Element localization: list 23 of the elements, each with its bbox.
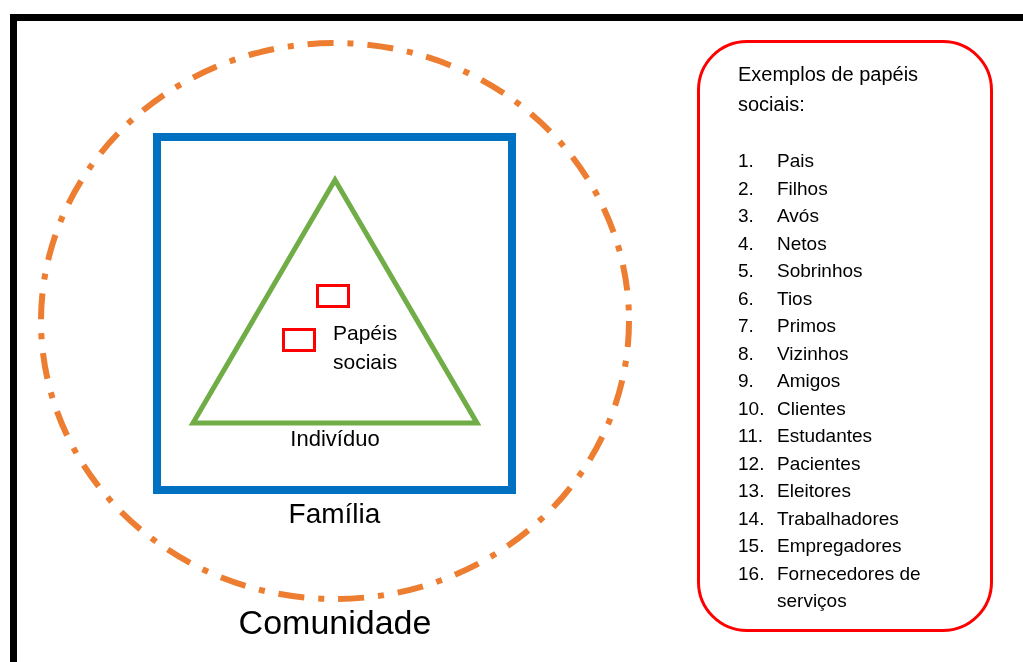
examples-panel <box>697 40 993 632</box>
list-item: 13. Eleitores <box>738 479 852 503</box>
panel-heading: Exemplos de papéis sociais: <box>738 62 920 117</box>
role-box <box>316 284 350 308</box>
list-item: 9. Amigos <box>738 369 842 393</box>
list-item: 16. Fornecedores de serviços <box>738 561 922 613</box>
list-item: 10. Clientes <box>738 396 847 421</box>
node-label: Família <box>287 497 382 531</box>
list-item: 2. Filhos <box>738 176 829 201</box>
list-item: 11. Estudantes <box>738 424 874 448</box>
list-item: 6. Tios <box>738 286 814 311</box>
node-caption: Papéis sociais <box>333 320 399 375</box>
list-item: 7. Primos <box>738 314 838 338</box>
list-item: 3. Avós <box>738 204 820 228</box>
list-item: 12. Pacientes <box>738 451 862 476</box>
node-label: Comunidade <box>237 602 433 643</box>
list-item: 8. Vizinhos <box>738 341 850 366</box>
list-item: 1. Pais <box>738 149 815 173</box>
list-item: 14. Trabalhadores <box>738 506 900 531</box>
list-item: 15. Empregadores <box>738 534 903 558</box>
node-label: Indivíduo <box>289 426 381 453</box>
list-item: 5. Sobrinhos <box>738 259 864 283</box>
list-item: 4. Netos <box>738 231 828 256</box>
